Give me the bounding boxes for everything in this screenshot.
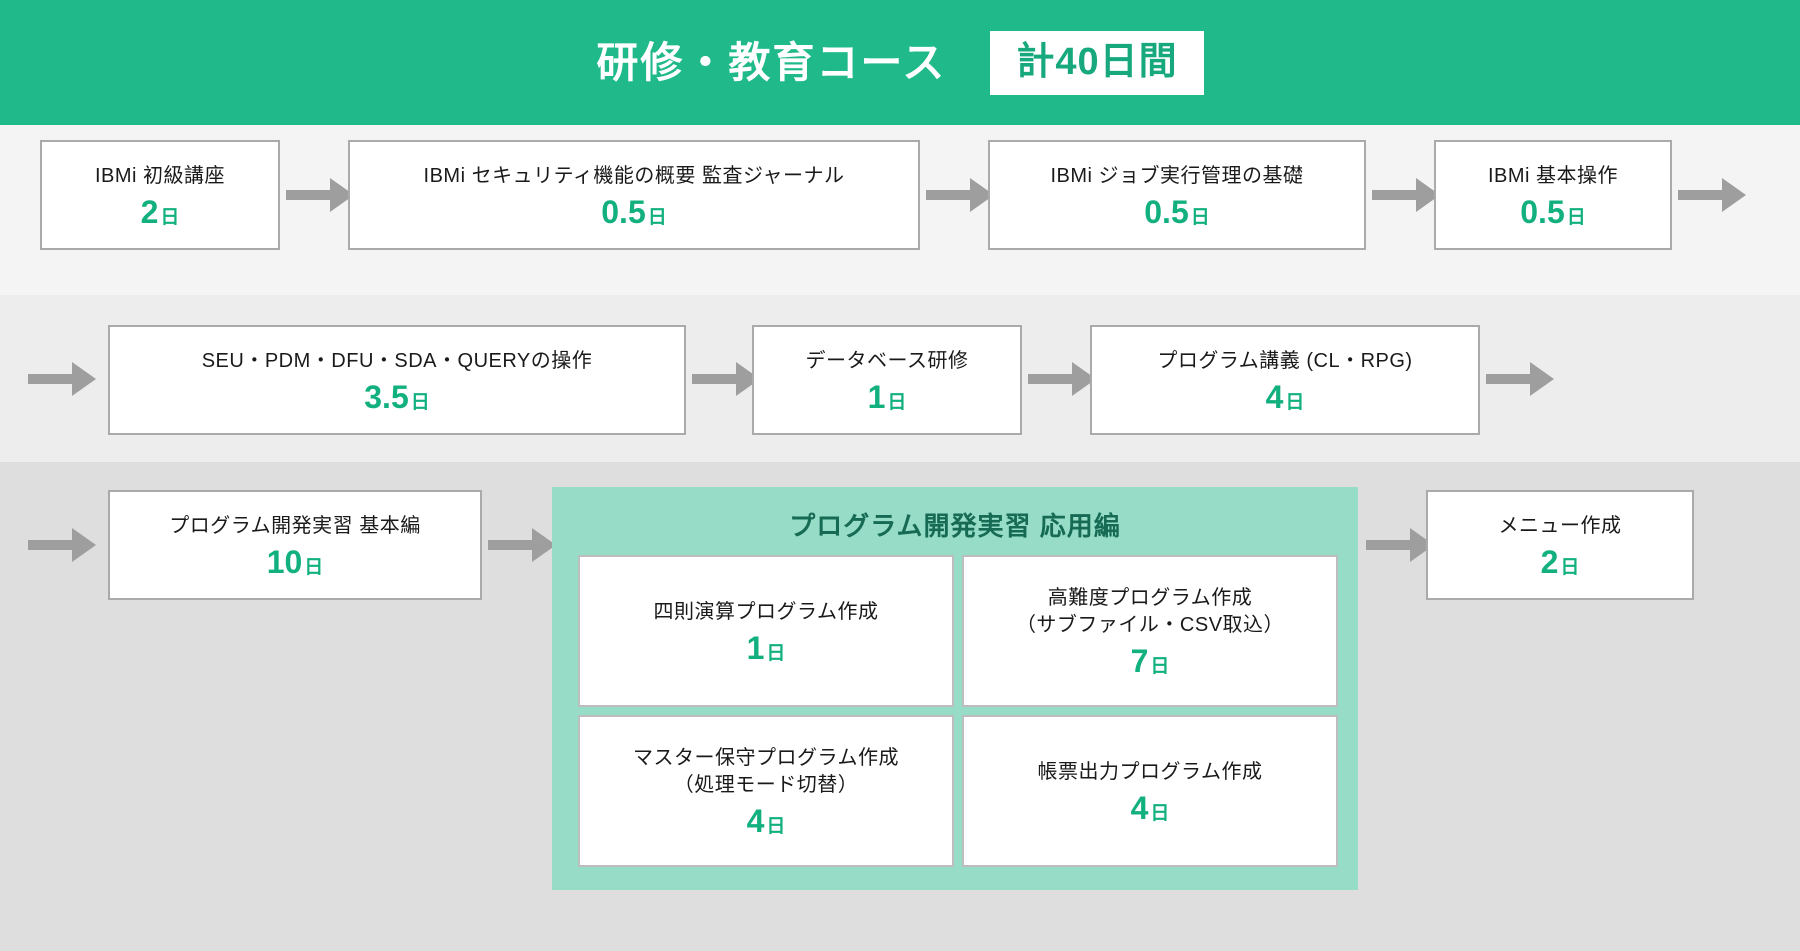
course-days-number: 4 xyxy=(746,803,765,839)
course-days: 0.5 日 xyxy=(1144,196,1210,228)
course-title: 高難度プログラム作成 （サブファイル・CSV取込） xyxy=(1015,587,1285,636)
arrow-right-icon xyxy=(692,362,760,396)
course-box-job-exec[interactable]: IBMi ジョブ実行管理の基礎 0.5 日 xyxy=(988,140,1366,250)
arrow-right-icon xyxy=(1486,362,1562,396)
course-days-number: 10 xyxy=(266,543,303,580)
arrow-right-icon xyxy=(1366,528,1434,562)
course-days-unit: 日 xyxy=(647,206,667,228)
course-title: IBMi セキュリティ機能の概要 監査ジャーナル xyxy=(423,164,845,187)
page-title: 研修・教育コース xyxy=(596,38,947,86)
course-title: IBMi 基本操作 xyxy=(1487,164,1619,187)
course-box-security[interactable]: IBMi セキュリティ機能の概要 監査ジャーナル 0.5 日 xyxy=(348,140,920,250)
course-days-number: 4 xyxy=(1130,789,1149,826)
course-days-unit: 日 xyxy=(1190,206,1210,228)
course-days: 7 日 xyxy=(1131,645,1170,677)
course-box-database[interactable]: データベース研修 1 日 xyxy=(752,325,1022,435)
course-title: マスター保守プログラム作成 （処理モード切替） xyxy=(633,747,899,796)
course-box-program-lecture[interactable]: プログラム講義 (CL・RPG) 4 日 xyxy=(1090,325,1480,435)
course-title: プログラム開発実習 基本編 xyxy=(169,514,421,537)
course-title: SEU・PDM・DFU・SDA・QUERYの操作 xyxy=(201,349,593,372)
course-title: プログラム講義 (CL・RPG) xyxy=(1157,349,1413,372)
course-days: 1 日 xyxy=(747,632,786,664)
arrow-right-icon xyxy=(28,362,104,396)
course-title: データベース研修 xyxy=(805,349,969,372)
course-title: IBMi ジョブ実行管理の基礎 xyxy=(1050,164,1304,187)
course-box-menu-creation[interactable]: メニュー作成 2 日 xyxy=(1426,490,1694,600)
arrow-right-icon xyxy=(28,528,104,562)
course-days-number: 2 xyxy=(140,193,159,230)
course-days-number: 1 xyxy=(746,629,765,666)
course-days: 3.5 日 xyxy=(364,381,430,413)
course-days-number: 1 xyxy=(867,378,886,415)
course-days-number: 7 xyxy=(1130,643,1149,679)
course-box-advanced[interactable]: 高難度プログラム作成 （サブファイル・CSV取込） 7 日 xyxy=(962,555,1338,707)
course-box-dev-basic[interactable]: プログラム開発実習 基本編 10 日 xyxy=(108,490,482,600)
course-days-unit: 日 xyxy=(766,816,786,837)
course-days-unit: 日 xyxy=(304,556,324,578)
total-days-badge: 計40日間 xyxy=(990,30,1204,95)
course-days: 0.5 日 xyxy=(601,196,667,228)
course-days-unit: 日 xyxy=(887,391,907,413)
course-box-report-output[interactable]: 帳票出力プログラム作成 4 日 xyxy=(962,715,1338,867)
course-box-arithmetic[interactable]: 四則演算プログラム作成 1 日 xyxy=(578,555,954,707)
course-days-number: 3.5 xyxy=(364,378,409,415)
course-days-number: 4 xyxy=(1265,378,1284,415)
course-days: 2 日 xyxy=(1541,546,1580,578)
arrow-right-icon xyxy=(488,528,556,562)
course-title: メニュー作成 xyxy=(1498,514,1622,537)
course-days-unit: 日 xyxy=(1150,656,1170,677)
course-days-unit: 日 xyxy=(1285,391,1305,413)
course-days-unit: 日 xyxy=(1560,556,1580,578)
course-box-ibmi-shokyu[interactable]: IBMi 初級講座 2 日 xyxy=(40,140,280,250)
course-days: 10 日 xyxy=(267,546,324,578)
group-panel-title: プログラム開発実習 応用編 xyxy=(789,511,1121,541)
course-title: IBMi 初級講座 xyxy=(94,164,226,187)
arrow-right-icon xyxy=(1028,362,1096,396)
course-days-number: 0.5 xyxy=(601,193,646,230)
arrow-right-icon xyxy=(286,178,354,212)
arrow-right-icon xyxy=(926,178,994,212)
course-days-number: 2 xyxy=(1540,543,1559,580)
course-days-unit: 日 xyxy=(766,642,786,664)
course-days: 4 日 xyxy=(1131,792,1170,824)
group-panel-applied: プログラム開発実習 応用編 四則演算プログラム作成 1 日 高難度プログラム作成… xyxy=(552,487,1358,890)
course-days-unit: 日 xyxy=(1566,206,1586,228)
header-band xyxy=(0,0,1800,125)
course-title: 帳票出力プログラム作成 xyxy=(1037,760,1263,783)
course-box-seu-pdm[interactable]: SEU・PDM・DFU・SDA・QUERYの操作 3.5 日 xyxy=(108,325,686,435)
course-days-number: 0.5 xyxy=(1520,193,1565,230)
course-days: 4 日 xyxy=(747,805,786,837)
course-days-unit: 日 xyxy=(1150,802,1170,824)
course-days: 2 日 xyxy=(141,196,180,228)
course-box-basic-ops[interactable]: IBMi 基本操作 0.5 日 xyxy=(1434,140,1672,250)
course-title: 四則演算プログラム作成 xyxy=(653,600,879,623)
header: 研修・教育コース 計40日間 xyxy=(0,0,1800,125)
course-days-unit: 日 xyxy=(160,206,180,228)
course-days-unit: 日 xyxy=(410,391,430,413)
arrow-right-icon xyxy=(1372,178,1440,212)
arrow-right-icon xyxy=(1678,178,1754,212)
course-days: 0.5 日 xyxy=(1520,196,1586,228)
course-box-master-maint[interactable]: マスター保守プログラム作成 （処理モード切替） 4 日 xyxy=(578,715,954,867)
course-days: 1 日 xyxy=(868,381,907,413)
course-days-number: 0.5 xyxy=(1144,193,1189,230)
course-days: 4 日 xyxy=(1266,381,1305,413)
